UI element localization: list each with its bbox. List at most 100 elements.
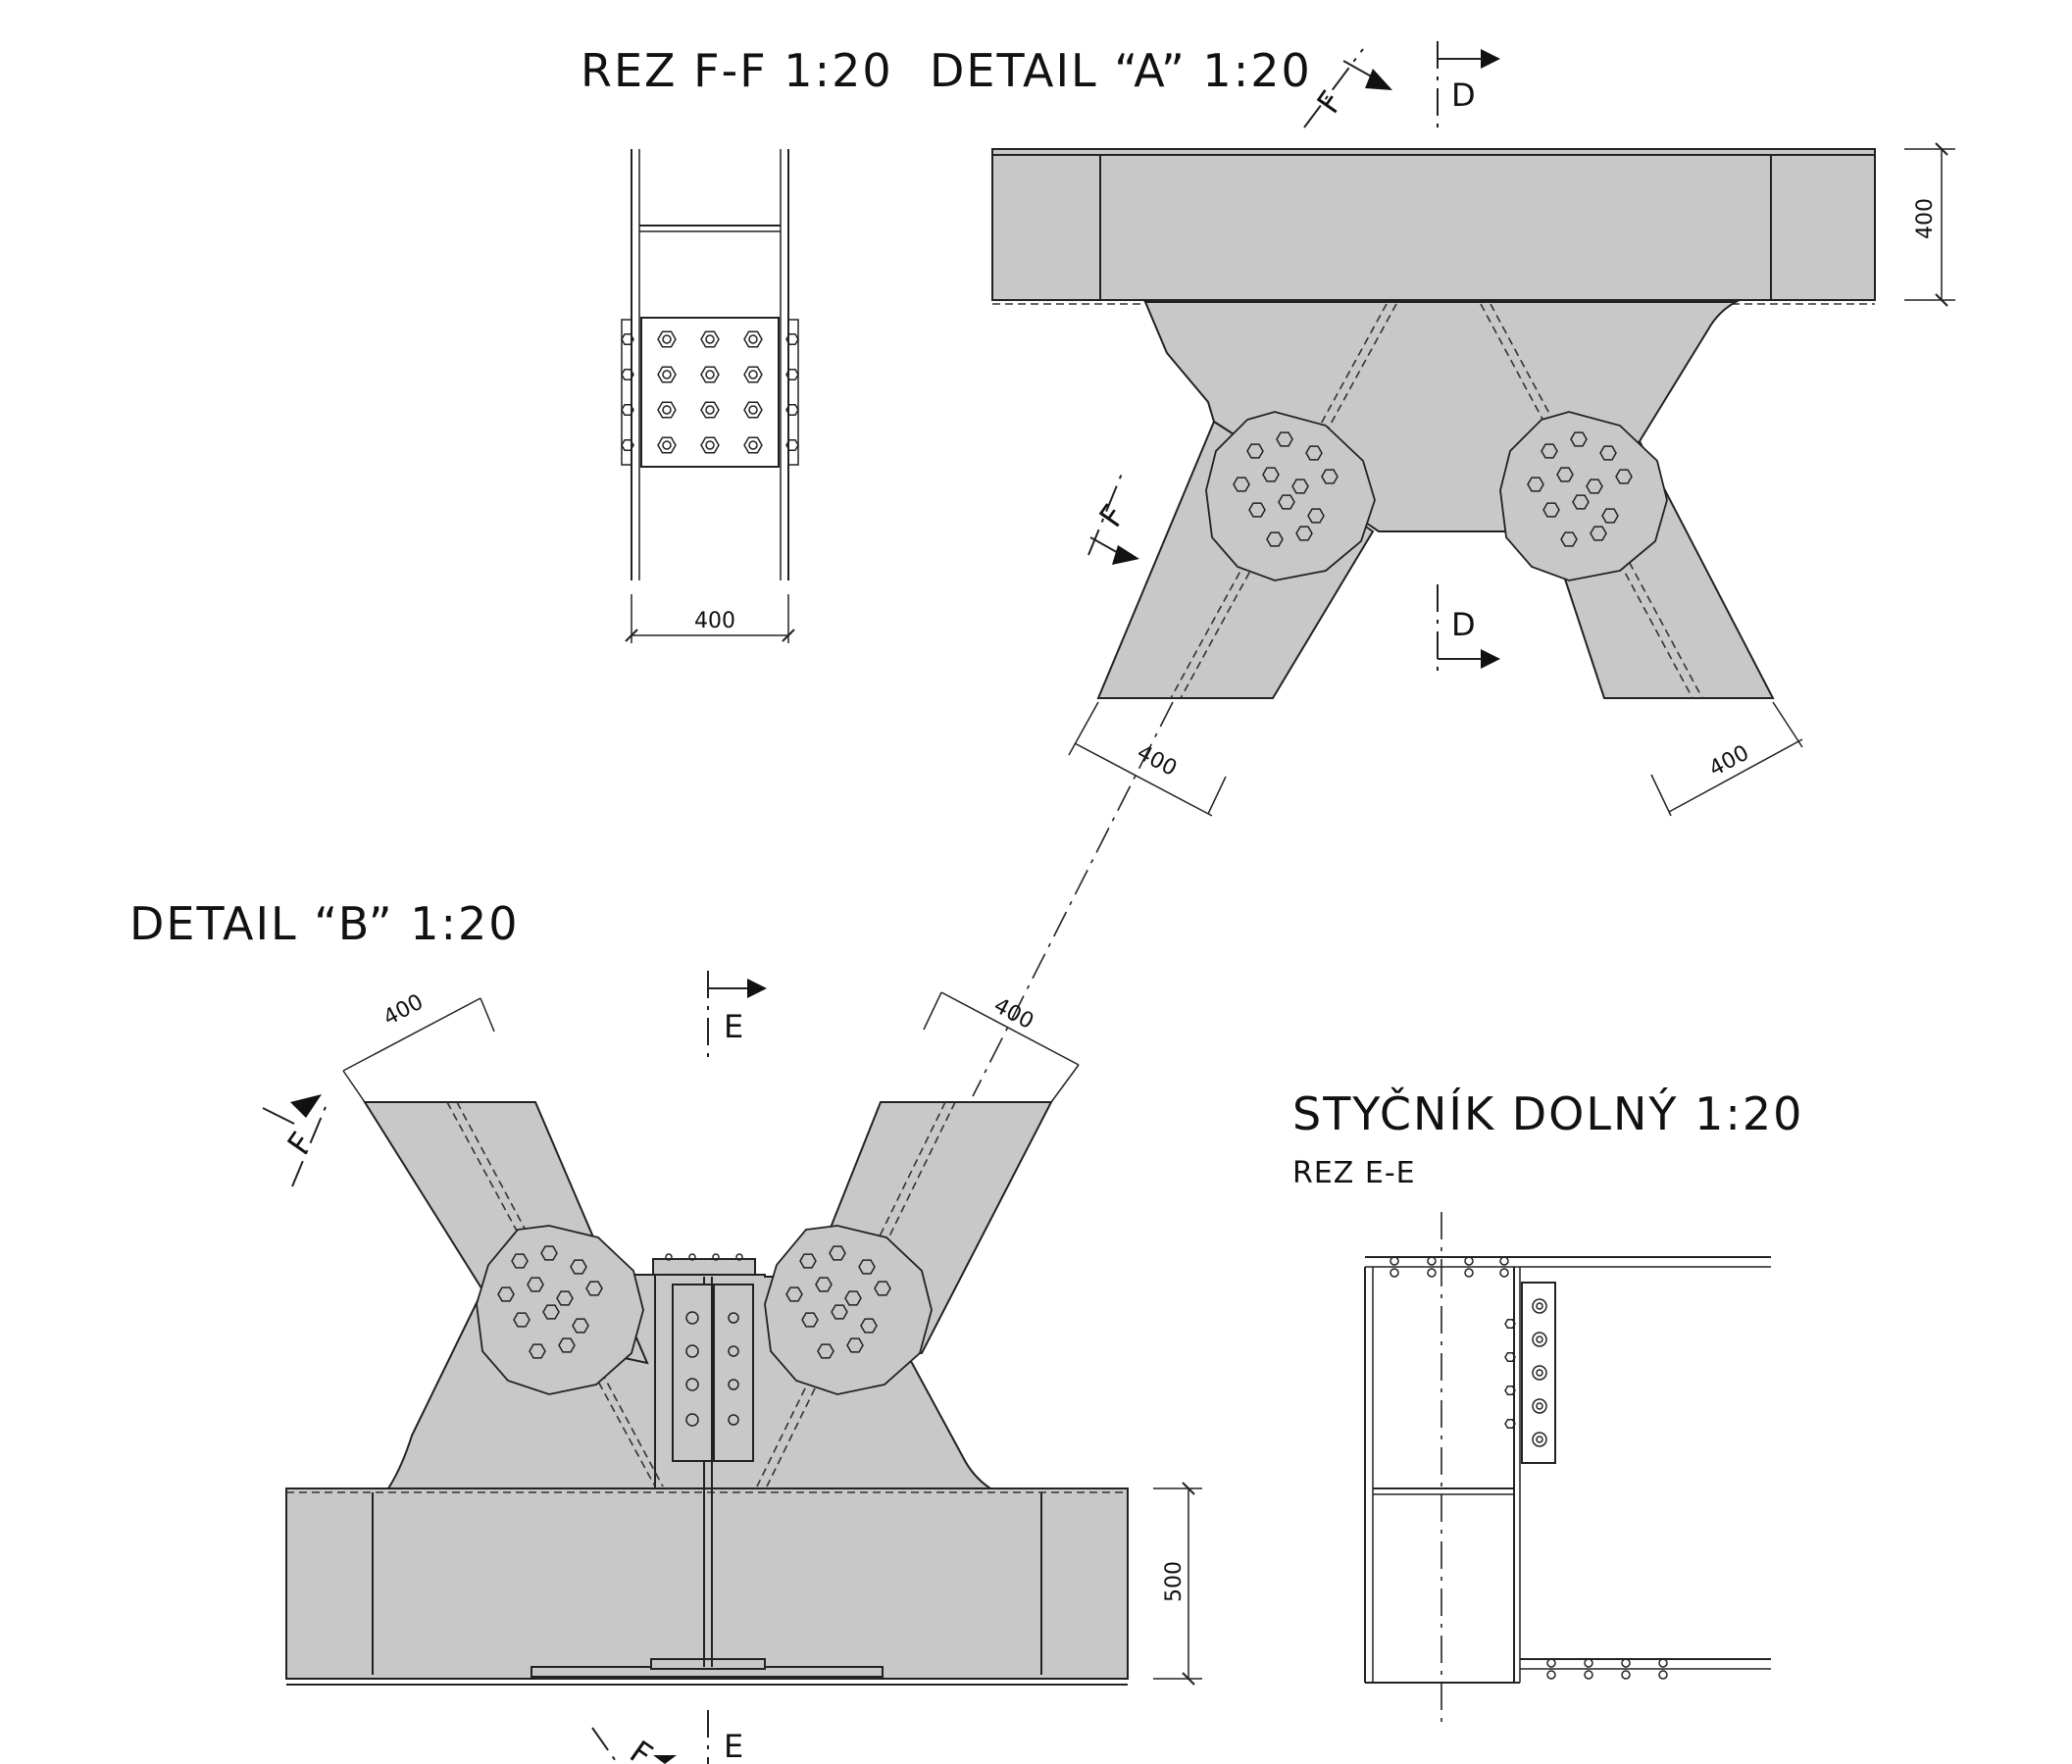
bolt-icon — [685, 1344, 699, 1358]
bolt-icon — [735, 1253, 743, 1261]
bolt-icon — [556, 1290, 574, 1306]
bolt-icon — [1599, 445, 1617, 461]
bolt-icon — [1532, 1298, 1547, 1314]
bolt-icon — [542, 1304, 560, 1320]
bolt-icon — [1464, 1256, 1474, 1266]
bolt-icon — [1621, 1670, 1631, 1680]
bolt-icon — [785, 439, 799, 451]
bolt-icon — [1233, 477, 1250, 492]
bolt-icon — [1621, 1658, 1631, 1668]
bolt-icon — [688, 1253, 696, 1261]
bolt-icon — [1532, 1365, 1547, 1381]
bolt-icon — [844, 1290, 862, 1306]
svg-text:F: F — [623, 1733, 659, 1764]
bolt-icon — [700, 330, 720, 348]
bolt-icon — [665, 1253, 673, 1261]
bolt-icon — [540, 1245, 558, 1261]
bolt-icon — [662, 334, 672, 344]
bolt-icon — [829, 1245, 846, 1261]
bolt-icon — [1590, 526, 1607, 541]
dim-b-beam-depth: 500 — [1162, 1561, 1187, 1602]
bolt-icon — [1390, 1256, 1399, 1266]
section-mark-f-left: F — [262, 1094, 328, 1187]
title-detail-a: DETAIL “A” 1:20 — [930, 44, 1312, 97]
bolt-icon — [815, 1277, 833, 1292]
bolt-icon — [1560, 531, 1578, 547]
bolt-icon — [1658, 1670, 1668, 1680]
bolt-icon — [1584, 1658, 1593, 1668]
bolt-icon — [1542, 502, 1560, 518]
bolt-icon — [1276, 431, 1293, 447]
bolt-icon — [1321, 469, 1339, 484]
bolt-icon — [572, 1318, 589, 1334]
bolt-icon — [1570, 431, 1588, 447]
bolt-icon — [785, 1286, 803, 1302]
bolt-icon — [1532, 1432, 1547, 1447]
bolt-icon — [585, 1281, 603, 1296]
detail-b-view: 400 400 500 E E F F — [262, 971, 1202, 1764]
bolt-icon — [1295, 526, 1313, 541]
bolt-icon — [728, 1379, 739, 1390]
section-mark-f-top: F — [1303, 48, 1392, 128]
bolt-icon — [1307, 508, 1325, 524]
bolt-icon — [1504, 1351, 1516, 1363]
bolt-icon — [1586, 479, 1603, 494]
bolt-icon — [1248, 502, 1266, 518]
bolt-icon — [1532, 1398, 1547, 1414]
svg-text:E: E — [724, 1008, 743, 1045]
bolt-icon — [621, 333, 634, 345]
bolt-icon — [1658, 1658, 1668, 1668]
svg-text:D: D — [1451, 76, 1476, 114]
bolt-icon — [1536, 1336, 1543, 1343]
section-mark-e-bottom: E — [707, 1710, 743, 1764]
bolt-icon — [621, 369, 634, 380]
a-top-beam — [991, 148, 1876, 301]
bolt-icon — [1541, 443, 1558, 459]
bolt-icon — [831, 1304, 848, 1320]
bolt-icon — [1499, 1268, 1509, 1278]
bolt-icon — [657, 401, 677, 419]
bolt-icon — [662, 440, 672, 450]
bolt-icon — [1572, 494, 1590, 510]
bolt-icon — [685, 1413, 699, 1427]
subtitle-rez-ee: REZ E-E — [1292, 1156, 1416, 1190]
b-splice-plate-right — [713, 1284, 754, 1462]
bolt-icon — [497, 1286, 515, 1302]
bolt-icon — [1427, 1256, 1437, 1266]
section-mark-e-top: E — [707, 971, 767, 1063]
bolt-icon — [685, 1311, 699, 1325]
a-right-bolt-plate — [1499, 411, 1668, 581]
bolt-icon — [1278, 494, 1295, 510]
bolt-icon — [1601, 508, 1619, 524]
bolt-icon — [1266, 531, 1284, 547]
bolt-icon — [1504, 1385, 1516, 1396]
bolt-icon — [748, 440, 758, 450]
bolt-icon — [1262, 467, 1280, 482]
bolt-icon — [1504, 1318, 1516, 1330]
bolt-icon — [1390, 1268, 1399, 1278]
bolt-icon — [1536, 1302, 1543, 1310]
bolt-icon — [511, 1253, 529, 1269]
dim-ff-width: 400 — [694, 609, 735, 633]
bolt-icon — [785, 333, 799, 345]
bolt-icon — [1584, 1670, 1593, 1680]
bolt-icon — [748, 334, 758, 344]
bolt-icon — [705, 334, 715, 344]
bolt-icon — [1546, 1658, 1556, 1668]
bolt-icon — [1246, 443, 1264, 459]
dim-a-left-diagonal: 400 — [1133, 740, 1181, 781]
bolt-icon — [874, 1281, 891, 1296]
bolt-icon — [657, 330, 677, 348]
ff-splice-plate — [640, 317, 780, 468]
bolt-icon — [662, 370, 672, 379]
bolt-icon — [1536, 1369, 1543, 1377]
bolt-icon — [1527, 477, 1544, 492]
svg-text:F: F — [1091, 498, 1133, 534]
bolt-icon — [1546, 1670, 1556, 1680]
bolt-icon — [570, 1259, 587, 1275]
bolt-icon — [728, 1312, 739, 1324]
bolt-icon — [1536, 1402, 1543, 1410]
svg-text:F: F — [1309, 84, 1350, 121]
bolt-icon — [621, 404, 634, 416]
bolt-icon — [1536, 1436, 1543, 1443]
